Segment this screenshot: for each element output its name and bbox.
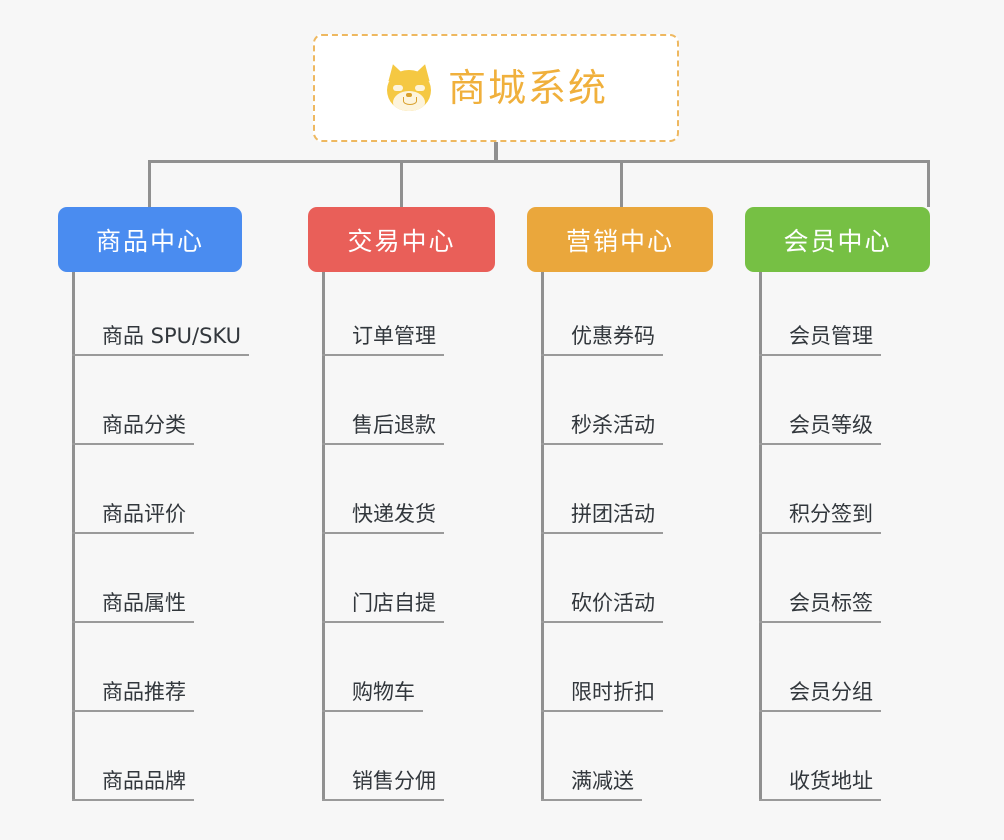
- leaf-item-underline: [72, 354, 249, 356]
- leaf-item-underline: [541, 621, 663, 623]
- leaf-item-underline: [759, 710, 881, 712]
- leaf-item-label: 积分签到: [789, 502, 873, 526]
- leaf-item-label: 商品推荐: [102, 680, 186, 704]
- connector-drop-4: [927, 160, 930, 207]
- connector-drop-2: [400, 160, 403, 207]
- leaf-item-label: 销售分佣: [352, 769, 436, 793]
- connector-drop-1: [148, 160, 151, 207]
- leaf-item-underline: [541, 354, 663, 356]
- branch-trunk-line: [759, 272, 762, 801]
- leaf-item-label: 砍价活动: [571, 591, 655, 615]
- leaf-item-label: 商品分类: [102, 413, 186, 437]
- leaf-item-underline: [322, 354, 444, 356]
- connector-root-stem: [494, 142, 498, 163]
- leaf-item-label: 会员管理: [789, 324, 873, 348]
- leaf-item-label: 拼团活动: [571, 502, 655, 526]
- leaf-item-underline: [322, 799, 444, 801]
- leaf-item-label: 售后退款: [352, 413, 436, 437]
- leaf-item-underline: [759, 799, 881, 801]
- leaf-item-label: 会员等级: [789, 413, 873, 437]
- category-label: 营销中心: [565, 226, 674, 256]
- leaf-item-underline: [322, 621, 444, 623]
- category-box-trade-center[interactable]: 交易中心: [308, 207, 495, 272]
- leaf-item-label: 购物车: [352, 680, 415, 704]
- connector-drop-3: [620, 160, 623, 207]
- category-label: 商品中心: [95, 226, 204, 256]
- category-box-product-center[interactable]: 商品中心: [58, 207, 242, 272]
- leaf-item-underline: [322, 710, 423, 712]
- leaf-item-label: 会员分组: [789, 680, 873, 704]
- leaf-item-label: 商品 SPU/SKU: [102, 324, 242, 348]
- branch-trunk-line: [72, 272, 75, 801]
- leaf-item-underline: [541, 799, 642, 801]
- category-box-member-center[interactable]: 会员中心: [745, 207, 930, 272]
- category-box-marketing-center[interactable]: 营销中心: [527, 207, 713, 272]
- leaf-item-label: 满减送: [571, 769, 634, 793]
- root-node-label: 商城系统: [447, 66, 608, 110]
- leaf-item-underline: [72, 621, 194, 623]
- root-node-mall-system[interactable]: 商城系统: [313, 34, 679, 142]
- branch-trunk-line: [541, 272, 544, 801]
- leaf-item-label: 商品品牌: [102, 769, 186, 793]
- leaf-item-label: 优惠券码: [571, 324, 655, 348]
- leaf-item-label: 门店自提: [352, 591, 436, 615]
- category-label: 会员中心: [783, 226, 892, 256]
- leaf-item-underline: [72, 532, 194, 534]
- branch-trunk-line: [322, 272, 325, 801]
- leaf-item-underline: [759, 443, 881, 445]
- leaf-item-underline: [759, 354, 881, 356]
- leaf-item-label: 商品属性: [102, 591, 186, 615]
- leaf-item-underline: [322, 532, 444, 534]
- leaf-item-underline: [541, 443, 663, 445]
- leaf-item-underline: [759, 532, 881, 534]
- leaf-item-label: 商品评价: [102, 502, 186, 526]
- leaf-item-underline: [541, 532, 663, 534]
- leaf-item-label: 收货地址: [789, 769, 873, 793]
- leaf-item-underline: [72, 443, 194, 445]
- shiba-dog-icon: [384, 61, 434, 112]
- leaf-item-underline: [759, 621, 881, 623]
- leaf-item-underline: [541, 710, 663, 712]
- leaf-item-label: 订单管理: [352, 324, 436, 348]
- leaf-item-underline: [72, 799, 194, 801]
- leaf-item-underline: [72, 710, 194, 712]
- leaf-item-underline: [322, 443, 444, 445]
- leaf-item-label: 限时折扣: [571, 680, 655, 704]
- connector-horizontal-bus: [148, 160, 930, 163]
- leaf-item-label: 快递发货: [352, 502, 436, 526]
- category-label: 交易中心: [347, 226, 456, 256]
- leaf-item-label: 秒杀活动: [571, 413, 655, 437]
- leaf-item-label: 会员标签: [789, 591, 873, 615]
